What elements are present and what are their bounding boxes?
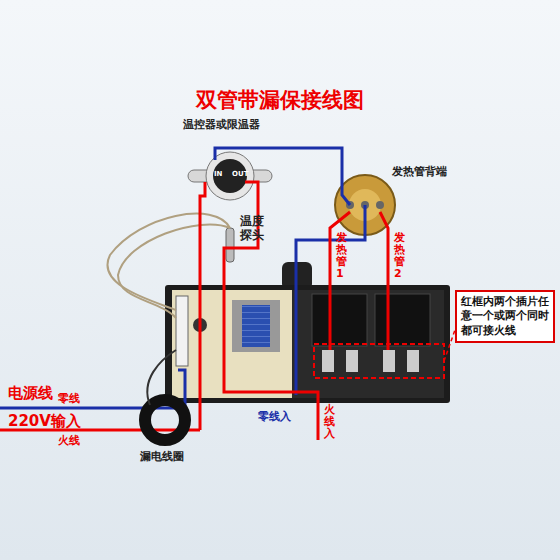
heater2-wire bbox=[380, 212, 388, 350]
neutral-wire bbox=[215, 148, 350, 205]
wire-label: 火线入 bbox=[324, 404, 335, 440]
pin-label: OUT bbox=[232, 170, 248, 178]
wire-label: 电源线 bbox=[8, 384, 53, 402]
pin-label: IN bbox=[214, 170, 222, 178]
wire-label: 零线入 bbox=[258, 410, 291, 423]
callout-leader bbox=[444, 330, 455, 361]
wire-label: 零线 bbox=[58, 392, 80, 405]
probe-cable bbox=[118, 225, 230, 318]
live-wire bbox=[224, 182, 318, 440]
live-wire bbox=[200, 182, 205, 430]
heater1-wire bbox=[330, 212, 350, 350]
leakage-coil bbox=[145, 400, 185, 440]
transformer-coil bbox=[242, 305, 270, 347]
coil-lead bbox=[147, 350, 176, 405]
relay bbox=[312, 294, 367, 346]
wire-label: 火线 bbox=[58, 434, 80, 447]
terminal-block bbox=[176, 296, 188, 366]
callout-box: 红框内两个插片任意一个或两个同时都可接火线 bbox=[455, 290, 555, 343]
callout-text: 红框内两个插片任意一个或两个同时都可接火线 bbox=[461, 295, 549, 338]
terminal-tab bbox=[383, 350, 395, 372]
wire-label: 220V输入 bbox=[8, 412, 81, 430]
pcb bbox=[172, 290, 292, 398]
temp-probe bbox=[226, 228, 234, 262]
neutral-wire bbox=[296, 205, 365, 395]
control-board bbox=[165, 285, 450, 403]
relay-area bbox=[292, 290, 444, 398]
terminal-tab bbox=[407, 350, 419, 372]
heater-terminal bbox=[376, 201, 384, 209]
relay bbox=[375, 294, 430, 346]
terminal-tab bbox=[322, 350, 334, 372]
part-label: 温控器或限温器 bbox=[183, 118, 260, 131]
part-label: 发热管背端 bbox=[392, 165, 447, 178]
title: 双管带漏保接线图 bbox=[0, 88, 560, 113]
part-label: 发热管1 bbox=[336, 232, 347, 280]
part-label: 漏电线圈 bbox=[140, 450, 184, 463]
part-label: 温度探头 bbox=[240, 214, 266, 243]
probe-cable bbox=[107, 214, 230, 310]
transformer bbox=[232, 300, 280, 352]
part-label: 发热管2 bbox=[394, 232, 405, 280]
terminal-tab bbox=[346, 350, 358, 372]
thermostat-body bbox=[206, 152, 254, 200]
red-frame bbox=[314, 344, 444, 378]
